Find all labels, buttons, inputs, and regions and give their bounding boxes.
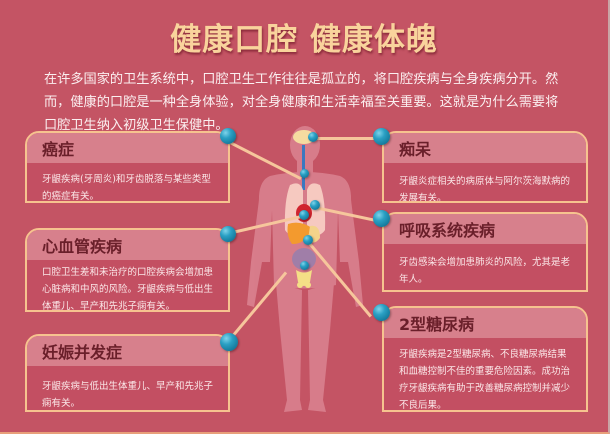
card-text: 牙齿感染会增加患肺炎的风险，尤其是老年人。 bbox=[399, 257, 571, 285]
card-cardiovascular: 心血管疾病 口腔卫生差和未治疗的口腔疾病会增加患心脏病和中风的风险。牙龈疾病与低… bbox=[25, 228, 230, 312]
card-title: 癌症 bbox=[27, 133, 228, 163]
card-text: 口腔卫生差和未治疗的口腔疾病会增加患心脏病和中风的风险。牙龈疾病与低出生体重儿、… bbox=[42, 267, 214, 312]
throat-dot-icon bbox=[300, 169, 309, 178]
card-text: 牙龈疾病是2型糖尿病、不良糖尿病结果和血糖控制不佳的重要危险因素。成功治疗牙龈疾… bbox=[399, 349, 571, 411]
cancer-dot-icon bbox=[220, 128, 236, 144]
card-diabetes: 2型糖尿病 牙龈疾病是2型糖尿病、不良糖尿病结果和血糖控制不佳的重要危险因素。成… bbox=[382, 306, 588, 412]
card-respiratory: 呼吸系统疾病 牙齿感染会增加患肺炎的风险，尤其是老年人。 bbox=[382, 212, 588, 292]
pregnancy-dot-icon bbox=[220, 333, 238, 351]
diabetes-dot-icon bbox=[373, 304, 390, 321]
card-text: 牙龈疾病(牙周炎)和牙齿脱落与某些类型的癌症有关。 bbox=[42, 174, 211, 202]
connector-dementia bbox=[313, 137, 381, 140]
card-dementia: 痴呆 牙龈炎症相关的病原体与阿尔茨海默病的发展有关。 bbox=[382, 131, 588, 203]
pancreas-dot-icon bbox=[303, 235, 313, 245]
page-title: 健康口腔 健康体魄 bbox=[170, 22, 438, 58]
dementia-dot-icon bbox=[373, 128, 390, 145]
respiratory-dot-icon bbox=[373, 210, 390, 227]
card-pregnancy: 妊娠并发症 牙龈疾病与低出生体重儿、早产和先兆子痫有关。 bbox=[25, 334, 230, 412]
card-title: 妊娠并发症 bbox=[27, 336, 228, 366]
card-title: 心血管疾病 bbox=[27, 230, 228, 260]
card-title: 呼吸系统疾病 bbox=[384, 214, 586, 244]
pelvis-dot-icon bbox=[300, 261, 309, 270]
card-title: 2型糖尿病 bbox=[384, 308, 586, 338]
lung-dot-icon bbox=[310, 200, 320, 210]
card-title: 痴呆 bbox=[384, 133, 586, 163]
intro-paragraph: 在许多国家的卫生系统中，口腔卫生工作往往是孤立的，将口腔疾病与全身疾病分开。然而… bbox=[44, 72, 559, 133]
cardio-dot-icon bbox=[220, 226, 236, 242]
card-text: 牙龈炎症相关的病原体与阿尔茨海默病的发展有关。 bbox=[399, 176, 571, 203]
card-text: 牙龈疾病与低出生体重儿、早产和先兆子痫有关。 bbox=[42, 381, 214, 409]
heart-dot-icon bbox=[299, 210, 309, 220]
brain-dot-icon bbox=[308, 132, 318, 142]
card-cancer: 癌症 牙龈疾病(牙周炎)和牙齿脱落与某些类型的癌症有关。 bbox=[25, 131, 230, 203]
